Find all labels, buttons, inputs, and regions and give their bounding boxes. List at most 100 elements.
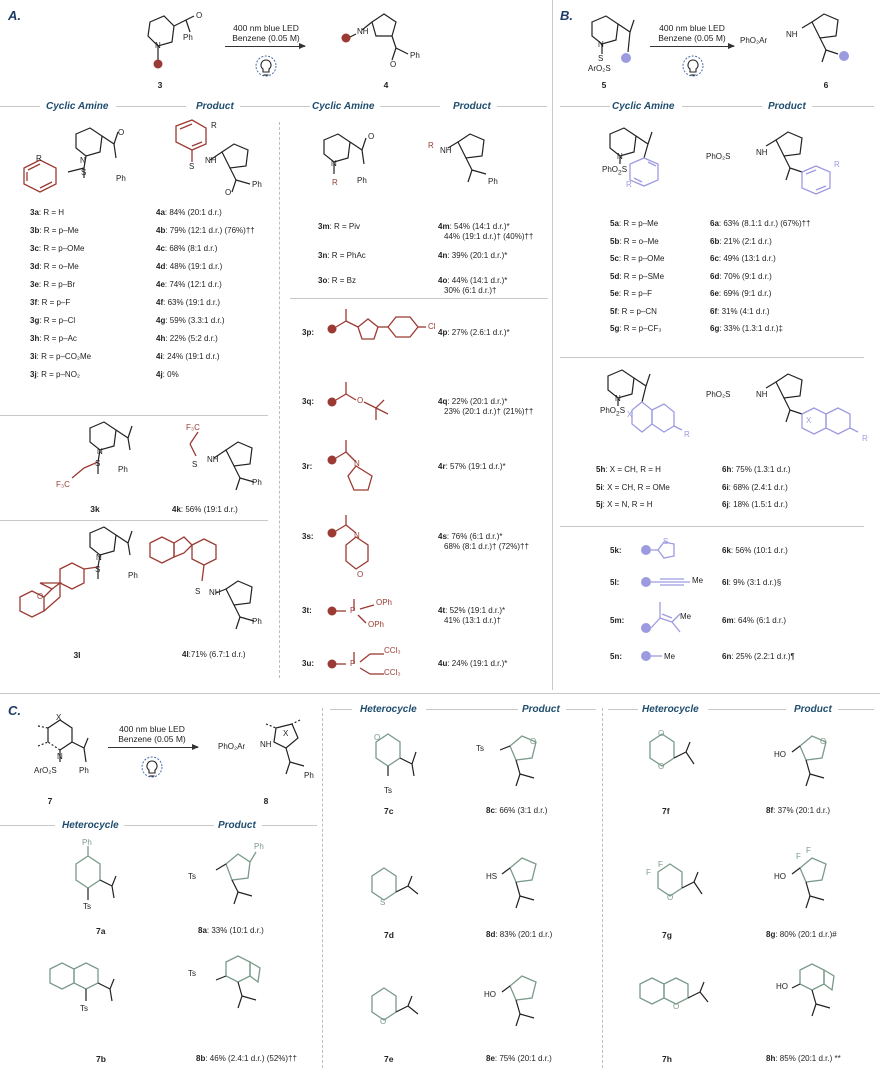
structure-8g bbox=[791, 857, 827, 909]
structure-5a-5g bbox=[609, 127, 659, 187]
label-4n: 4n: 39% (20:1 d.r.)* bbox=[438, 251, 508, 260]
panel-c-divider-1 bbox=[322, 708, 323, 1068]
label-3q: 3q: bbox=[302, 397, 314, 406]
panel-divider-ab bbox=[552, 0, 553, 690]
struct-7g-o: O bbox=[667, 893, 674, 902]
label-4q: 4q: 22% (20:1 d.r.)* bbox=[438, 397, 508, 406]
struct-3k-ph: Ph bbox=[118, 465, 128, 474]
struct-8g-ho: HO bbox=[774, 872, 786, 881]
panel-a-header-cyclic-amine-2: Cyclic Amine bbox=[312, 101, 375, 112]
label-3u: 3u: bbox=[302, 659, 314, 668]
structure-5n-methyl bbox=[641, 651, 662, 661]
struct-7h-o: O bbox=[673, 1002, 680, 1011]
label-3g: 3g: R = p–Cl bbox=[30, 316, 76, 325]
scheme-b-s: S bbox=[598, 54, 604, 63]
struct-5k-s: S bbox=[663, 537, 669, 546]
structure-8h bbox=[791, 963, 835, 1017]
struct-8g-f-2: F bbox=[806, 846, 811, 855]
structure-4l bbox=[149, 536, 255, 630]
label-4q-alt: 23% (20:1 d.r.)† (21%)†† bbox=[444, 407, 534, 416]
structure-5m-alkene bbox=[641, 602, 681, 633]
label-5j: 5j: X = N, R = H bbox=[596, 500, 653, 509]
struct-3l-s: S bbox=[95, 565, 101, 574]
compound-7h: 7h bbox=[662, 1054, 672, 1064]
panel-a-header-product-1: Product bbox=[196, 101, 234, 112]
structure-5k-thiophene bbox=[641, 541, 675, 559]
label-6b: 6b: 21% (2:1 d.r.) bbox=[710, 236, 772, 246]
label-3t: 3t: bbox=[302, 606, 312, 615]
scheme-a-conditions-2: Benzene (0.05 M) bbox=[232, 33, 300, 43]
panel-b-letter: B. bbox=[560, 8, 573, 23]
panel-c-header-heterocycle-1: Heterocycle bbox=[62, 820, 119, 831]
label-8e: 8e: 75% (20:1 d.r.) bbox=[486, 1054, 552, 1063]
label-3a: 3a: R = H bbox=[30, 208, 65, 217]
panel-c-header-rule-1 bbox=[0, 825, 55, 826]
struct-7a-ph: Ph bbox=[82, 838, 92, 847]
struct-4k-cf3: F₃C bbox=[186, 423, 200, 432]
label-5g: 5g: R = p–CF₃ bbox=[610, 324, 662, 333]
struct-3a-n: N bbox=[80, 156, 86, 165]
label-8f: 8f: 37% (20:1 d.r.) bbox=[766, 806, 831, 815]
panel-c-header-rule-9 bbox=[838, 709, 874, 710]
structure-7b bbox=[49, 962, 115, 1002]
struct-3u-p: P bbox=[350, 659, 356, 668]
struct-4a-nh: NH bbox=[205, 156, 217, 165]
label-3f: 3f: R = p–F bbox=[30, 298, 71, 307]
struct-4m-ph: Ph bbox=[488, 177, 498, 186]
scheme-a-n: N bbox=[155, 41, 161, 50]
label-4c: 4c: 68% (8:1 d.r.) bbox=[156, 244, 218, 253]
struct-5a-phos: PhO2S bbox=[602, 165, 628, 177]
struct-8c-o: O bbox=[530, 737, 537, 746]
panel-b-divider-2 bbox=[560, 526, 864, 527]
struct-3s-o: O bbox=[357, 570, 364, 579]
struct-4m-r: R bbox=[428, 141, 434, 150]
struct-6a-phos: PhO₂S bbox=[706, 152, 731, 161]
label-4s-alt: 68% (8:1 d.r.)† (72%)†† bbox=[444, 542, 529, 551]
panel-c-header-rule-2 bbox=[124, 825, 214, 826]
structure-8a bbox=[215, 851, 257, 905]
label-6k: 6k: 56% (10:1 d.r.) bbox=[722, 546, 788, 555]
label-4f: 4f: 63% (19:1 d.r.) bbox=[156, 298, 221, 307]
label-8c: 8c: 66% (3:1 d.r.) bbox=[486, 806, 548, 815]
label-4h: 4h: 22% (5:2 d.r.) bbox=[156, 334, 218, 343]
label-4t-alt: 41% (13:1 d.r.)† bbox=[444, 616, 501, 625]
panel-b-header-rule-l bbox=[560, 106, 610, 107]
scheme-a-reactant-number: 3 bbox=[157, 80, 163, 90]
label-5k: 5k: bbox=[610, 546, 622, 555]
label-3e: 3e: R = p–Br bbox=[30, 280, 76, 289]
label-4l: 4l:71% (6.7:1 d.r.) bbox=[182, 650, 246, 659]
struct-4l-ph: Ph bbox=[252, 617, 262, 626]
scheme-b-phoar: PhO₂Ar bbox=[740, 36, 768, 45]
scheme-b-aro2s: ArO₂S bbox=[588, 64, 611, 73]
panel-c-letter: C. bbox=[8, 703, 21, 718]
panel-a-header-rule-l bbox=[0, 106, 40, 107]
label-6h: 6h: 75% (1.3:1 d.r.) bbox=[722, 465, 791, 474]
label-3i: 3i: R = p–CO₂Me bbox=[30, 352, 92, 361]
panel-b-divider-1 bbox=[560, 357, 864, 358]
label-5m: 5m: bbox=[610, 616, 625, 625]
struct-8c-ts: Ts bbox=[476, 744, 484, 753]
structure-3q bbox=[327, 382, 389, 420]
struct-5m-me: Me bbox=[680, 612, 692, 621]
struct-4m-nh: NH bbox=[440, 146, 452, 155]
structure-3p bbox=[327, 309, 426, 340]
label-5i: 5i: X = CH, R = OMe bbox=[596, 482, 670, 492]
struct-3m-ph: Ph bbox=[357, 176, 367, 185]
label-4d: 4d: 48% (19:1 d.r.) bbox=[156, 262, 223, 271]
label-6j: 6j: 18% (1.5:1 d.r.) bbox=[722, 500, 788, 509]
label-6e: 6e: 69% (9:1 d.r.) bbox=[710, 289, 772, 298]
label-6l: 6l: 9% (3:1 d.r.)§ bbox=[722, 578, 782, 587]
label-4u: 4u: 24% (19:1 d.r.)* bbox=[438, 659, 508, 668]
panel-c-header-rule-5 bbox=[426, 709, 518, 710]
panel-c-header-product-1: Product bbox=[218, 820, 256, 831]
struct-4a-o: O bbox=[225, 188, 232, 197]
label-4a: 4a: 84% (20:1 d.r.) bbox=[156, 208, 222, 217]
structure-7f bbox=[649, 733, 695, 767]
struct-8a-ph: Ph bbox=[254, 842, 264, 851]
struct-7c-ts: Ts bbox=[384, 786, 392, 795]
structure-6h-6j bbox=[765, 373, 859, 435]
compound-7g: 7g bbox=[662, 930, 672, 940]
scheme-c-reactant-number: 7 bbox=[47, 796, 53, 806]
struct-4a-s: S bbox=[189, 162, 195, 171]
scheme-c-conditions-1: 400 nm blue LED bbox=[119, 724, 185, 734]
